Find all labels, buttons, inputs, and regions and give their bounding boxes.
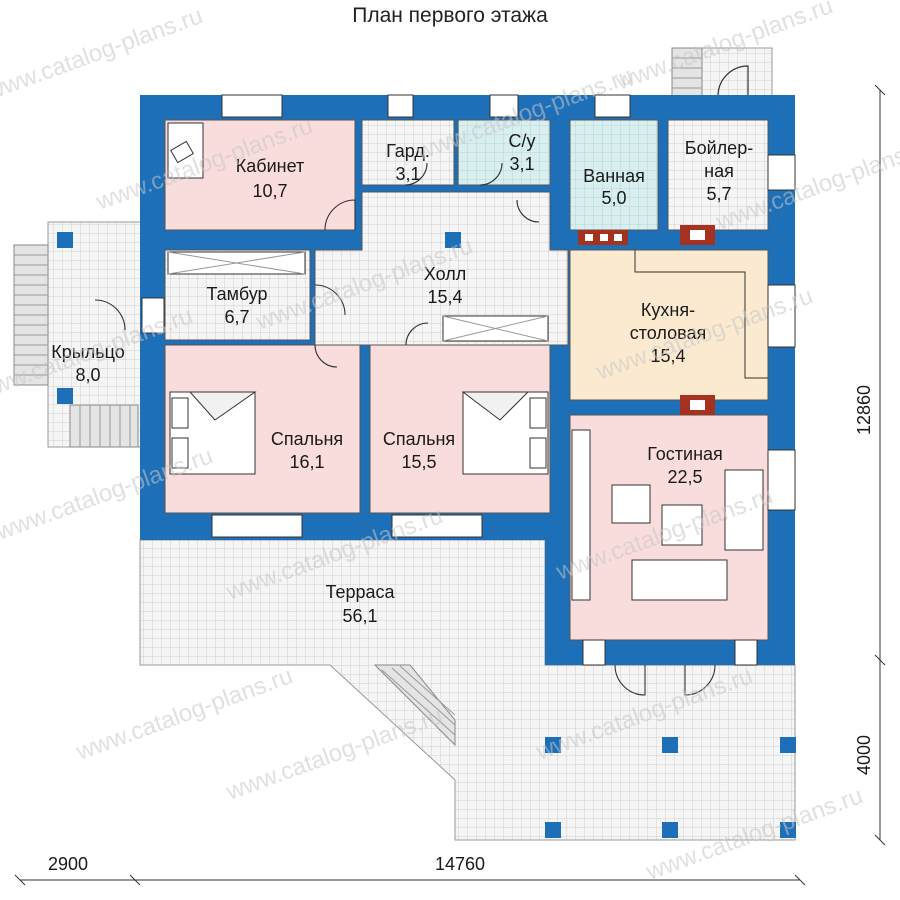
rooms (164, 119, 769, 641)
area-krylco: 8,0 (75, 365, 100, 385)
label-terrasa: Терраса (325, 582, 395, 602)
label-krylco: Крыльцо (51, 342, 124, 362)
area-gard: 3,1 (395, 164, 420, 184)
area-kabinet: 10,7 (252, 181, 287, 201)
room-vannaya (569, 119, 659, 231)
label-kuhnya: Кухня- (641, 300, 695, 320)
entry-steps (671, 47, 773, 97)
label-spalnya2: Спальня (383, 429, 455, 449)
columns (57, 230, 796, 838)
room-holl (314, 191, 569, 346)
area-kuhnya: 15,4 (650, 346, 685, 366)
room-gard (361, 119, 455, 186)
label-su: С/у (509, 131, 536, 151)
label-boiler: Бойлер- (685, 138, 753, 158)
label-tambur: Тамбур (206, 284, 267, 304)
room-kuhnya (569, 249, 769, 401)
area-terrasa: 56,1 (342, 606, 377, 626)
label-gostinaya: Гостиная (647, 444, 723, 464)
label-holl: Холл (424, 264, 466, 284)
desk (167, 122, 204, 179)
room-labels: Кабинет 10,7 Гард. 3,1 С/у 3,1 Ванная 5,… (51, 131, 753, 626)
dim-bottom: 14760 (435, 854, 485, 874)
dimension-labels: 2900 14760 12860 4000 (48, 385, 874, 874)
area-vannaya: 5,0 (601, 188, 626, 208)
watermark-12: www.catalog-plans.ru (222, 702, 447, 806)
porch-area (13, 221, 144, 448)
watermark-1: www.catalog-plans.ru (0, 2, 206, 106)
area-spalnya1: 16,1 (289, 452, 324, 472)
area-su: 3,1 (509, 154, 534, 174)
label-vannaya: Ванная (583, 166, 645, 186)
plan-title: План первого этажа (352, 4, 548, 27)
dimension-lines (14, 84, 886, 886)
dim-right-lower: 4000 (854, 735, 874, 775)
wardrobes (167, 251, 549, 342)
label-spalnya1: Спальня (271, 429, 343, 449)
chimneys (578, 225, 715, 415)
area-spalnya2: 15,5 (401, 452, 436, 472)
label-kuhnya-2: столовая (630, 323, 707, 343)
label-kabinet: Кабинет (236, 156, 304, 176)
room-su (457, 119, 551, 186)
area-holl: 15,4 (427, 287, 462, 307)
room-boiler (667, 119, 769, 231)
terrace-stairs (373, 664, 456, 747)
area-gostinaya: 22,5 (667, 467, 702, 487)
area-tambur: 6,7 (224, 307, 249, 327)
doors (94, 162, 716, 696)
windows (141, 94, 796, 666)
watermark-11: www.catalog-plans.ru (72, 662, 297, 766)
area-boiler: 5,7 (706, 184, 731, 204)
kitchen-counter (634, 250, 768, 379)
label-gard: Гард. (386, 141, 430, 161)
label-boiler-2: ная (704, 161, 734, 181)
dim-right-upper: 12860 (854, 385, 874, 435)
living-furniture (571, 429, 764, 601)
dim-left-bottom: 2900 (48, 854, 88, 874)
beds (169, 391, 549, 475)
